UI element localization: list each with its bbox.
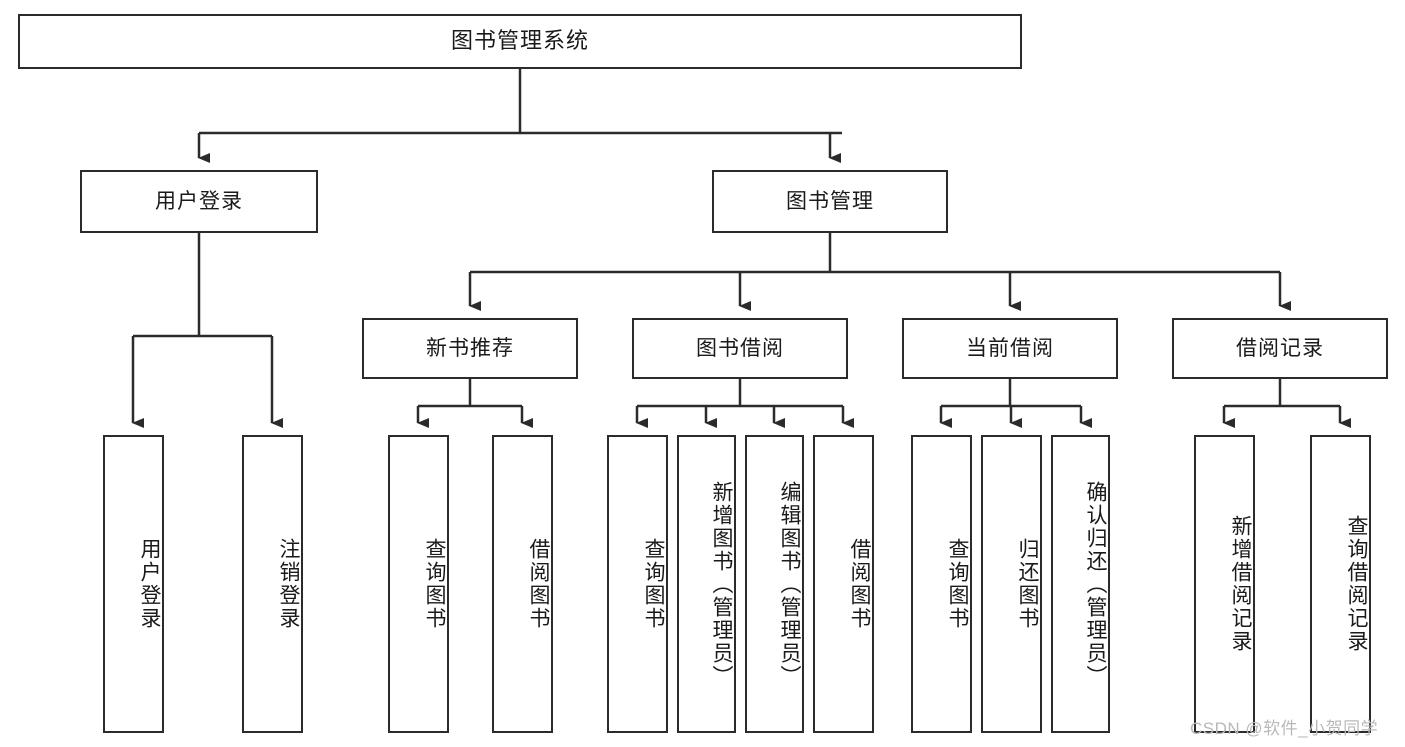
node-book-borrow[interactable]: 图书借阅: [632, 318, 848, 379]
node-user-login[interactable]: 用户登录: [80, 170, 318, 233]
leaf-label: 查询借阅记录: [1345, 515, 1368, 653]
leaf-label: 编辑图书（管理员）: [778, 480, 801, 688]
leaf-user-login-login[interactable]: 用户登录: [103, 435, 164, 733]
node-borrow-record[interactable]: 借阅记录: [1172, 318, 1388, 379]
leaf-book-borrow-add[interactable]: 新增图书（管理员）: [677, 435, 736, 733]
node-user-login-label: 用户登录: [155, 189, 243, 213]
leaf-book-borrow-borrow[interactable]: 借阅图书: [813, 435, 874, 733]
leaf-label: 借阅图书: [527, 538, 550, 630]
leaf-current-borrow-query[interactable]: 查询图书: [911, 435, 972, 733]
watermark-text: CSDN @软件_小贺同学: [1190, 719, 1379, 738]
leaf-book-borrow-edit[interactable]: 编辑图书（管理员）: [745, 435, 804, 733]
node-root-label: 图书管理系统: [450, 28, 589, 54]
leaf-book-borrow-query[interactable]: 查询图书: [607, 435, 668, 733]
leaf-current-borrow-confirm-return[interactable]: 确认归还（管理员）: [1051, 435, 1110, 733]
leaf-current-borrow-return[interactable]: 归还图书: [981, 435, 1042, 733]
leaf-borrow-record-query[interactable]: 查询借阅记录: [1310, 435, 1371, 733]
node-new-book-recommend-label: 新书推荐: [426, 336, 514, 360]
leaf-label: 借阅图书: [848, 538, 871, 630]
leaf-label: 新增借阅记录: [1229, 515, 1252, 653]
leaf-label: 注销登录: [277, 538, 300, 630]
leaf-label: 查询图书: [946, 538, 969, 630]
node-current-borrow[interactable]: 当前借阅: [902, 318, 1118, 379]
leaf-label: 归还图书: [1016, 538, 1039, 630]
leaf-borrow-record-add[interactable]: 新增借阅记录: [1194, 435, 1255, 733]
leaf-label: 确认归还（管理员）: [1084, 480, 1107, 688]
node-book-borrow-label: 图书借阅: [696, 336, 784, 360]
leaf-new-book-borrow[interactable]: 借阅图书: [492, 435, 553, 733]
leaf-label: 用户登录: [138, 538, 161, 630]
leaf-label: 查询图书: [423, 538, 446, 630]
leaf-new-book-query[interactable]: 查询图书: [388, 435, 449, 733]
node-root-book-management-system[interactable]: 图书管理系统: [18, 14, 1022, 69]
node-new-book-recommend[interactable]: 新书推荐: [362, 318, 578, 379]
node-book-management[interactable]: 图书管理: [712, 170, 948, 233]
node-book-management-label: 图书管理: [786, 189, 874, 213]
leaf-label: 查询图书: [642, 538, 665, 630]
leaf-user-login-logout[interactable]: 注销登录: [242, 435, 303, 733]
leaf-label: 新增图书（管理员）: [710, 480, 733, 688]
node-current-borrow-label: 当前借阅: [966, 336, 1054, 360]
node-borrow-record-label: 借阅记录: [1236, 336, 1324, 360]
